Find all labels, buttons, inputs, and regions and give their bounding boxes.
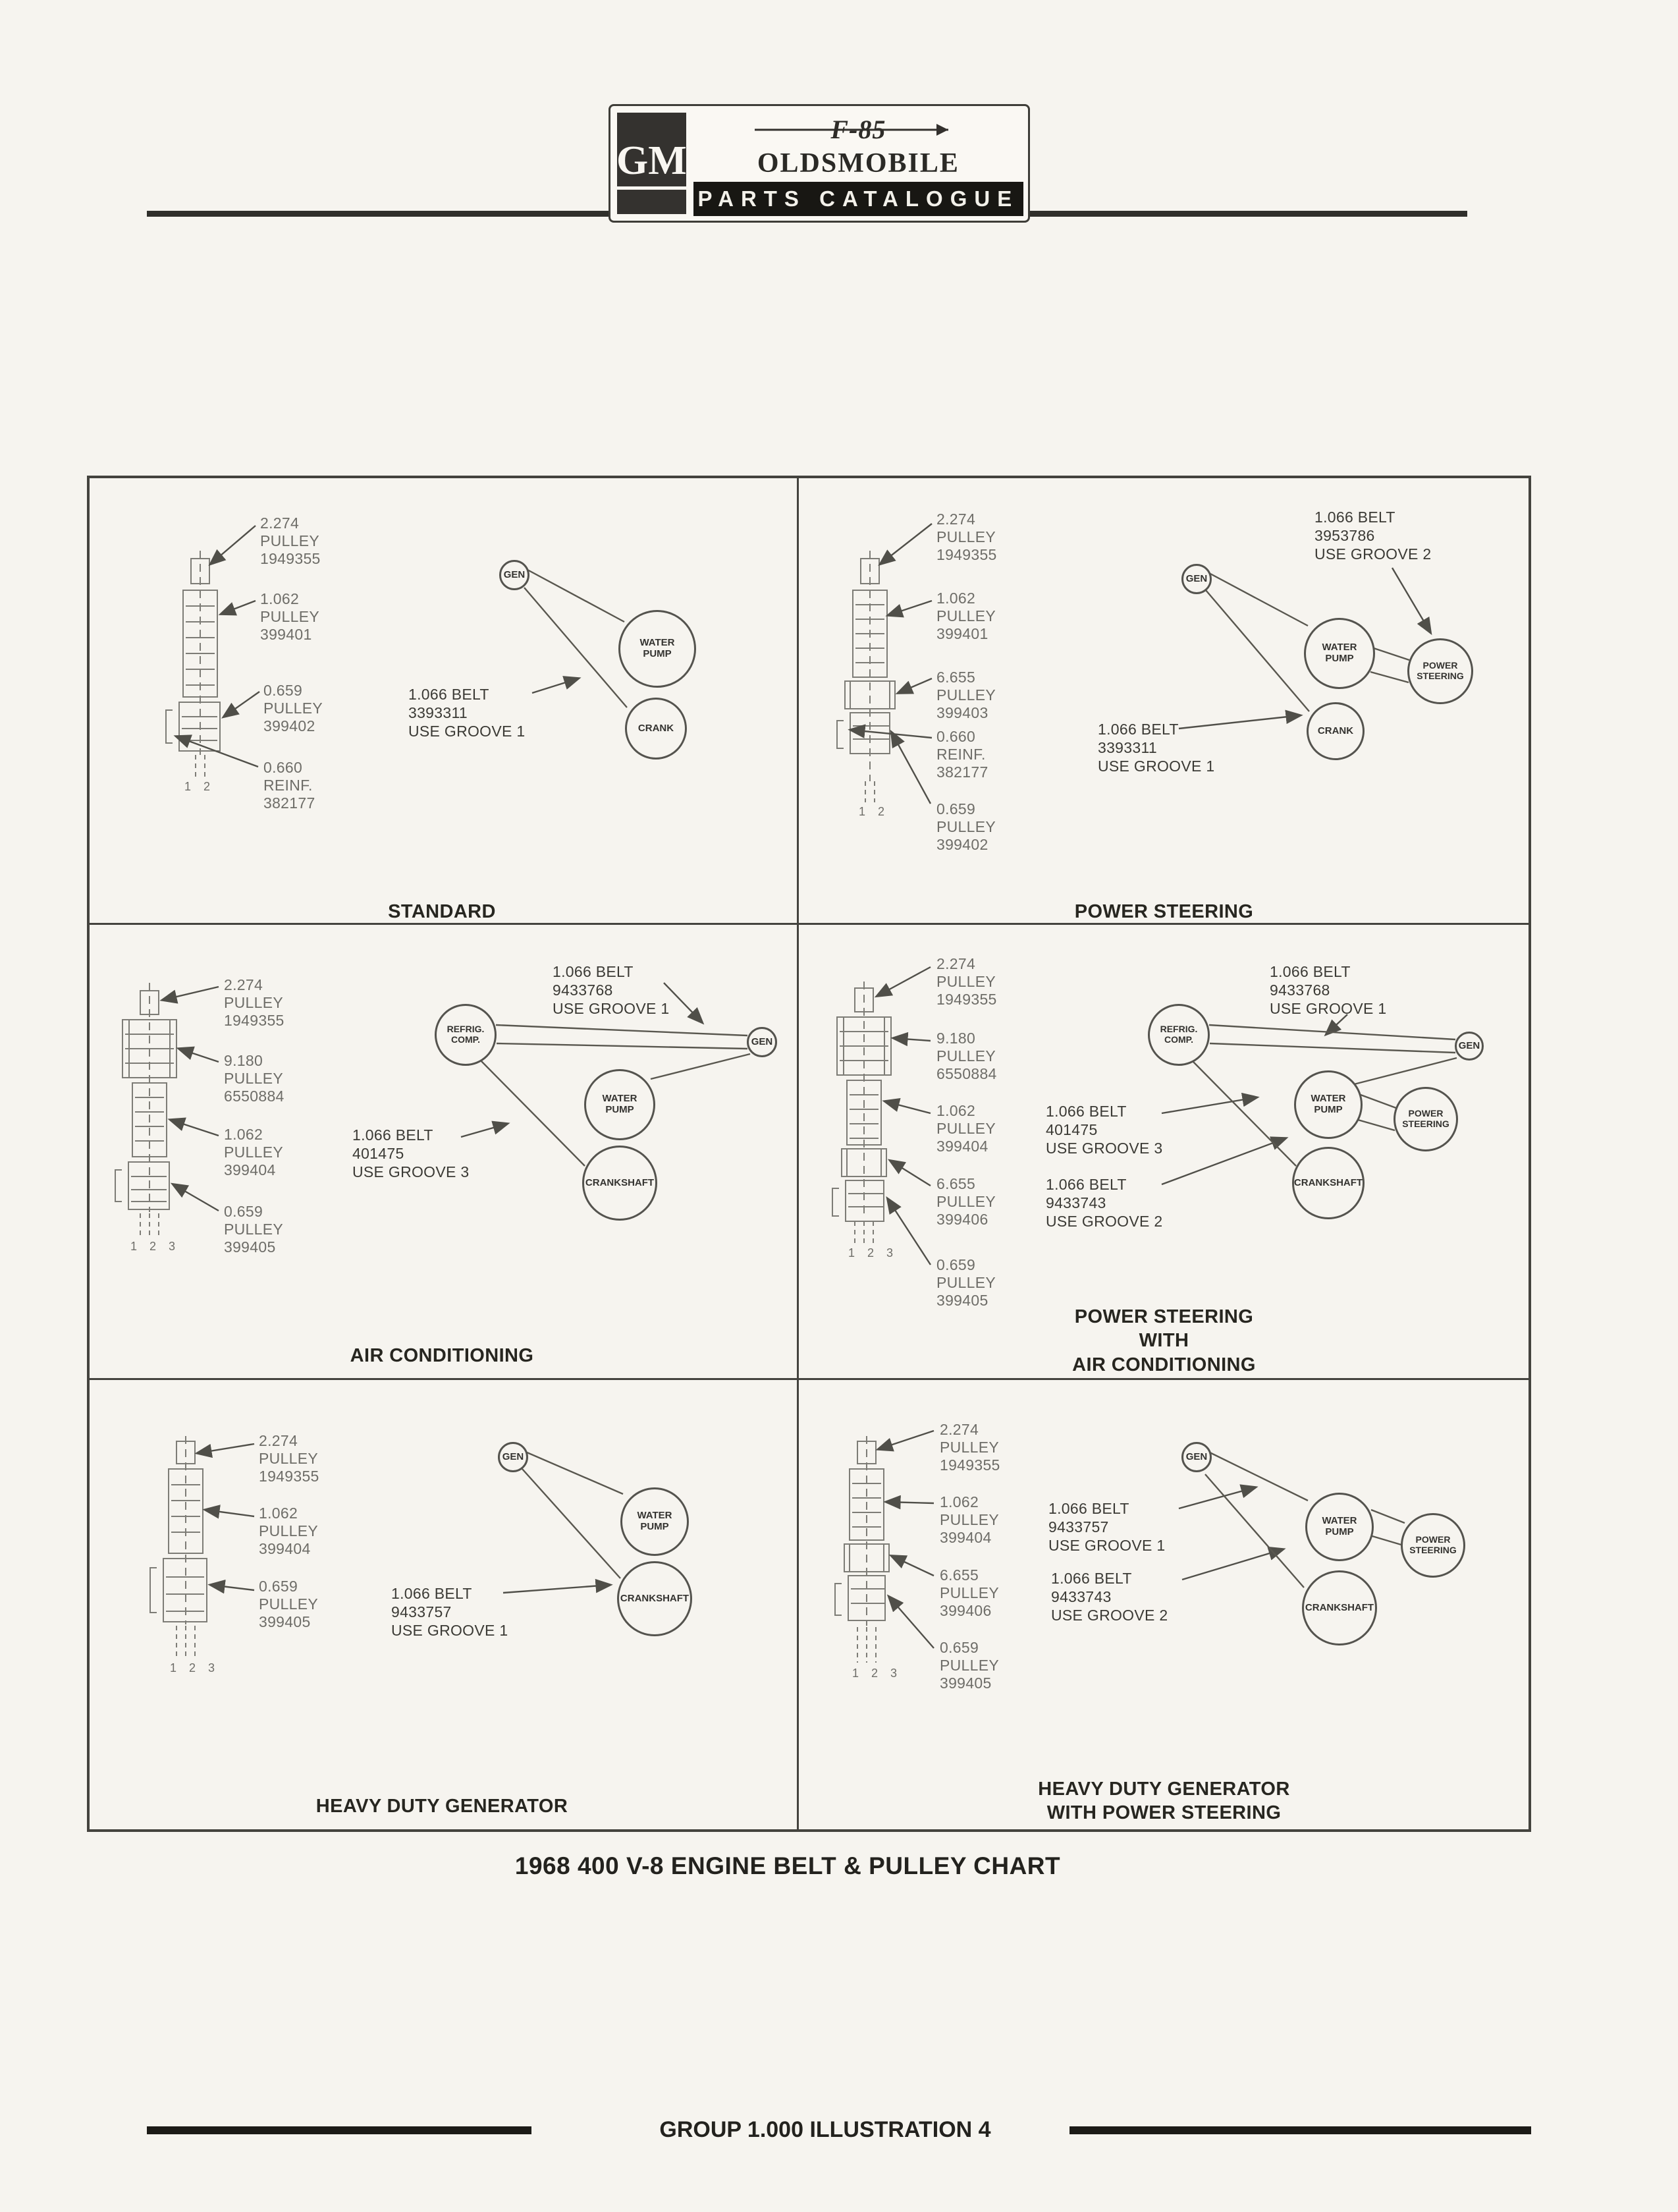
pulley-callout: 1.062 PULLEY 399401 — [936, 590, 996, 643]
pulley-callout: 2.274 PULLEY 1949355 — [224, 976, 284, 1030]
groove-numbers: 1 2 — [184, 780, 215, 793]
belt-callout: 1.066 BELT 3393311 USE GROOVE 1 — [408, 686, 526, 740]
model-name: F-85 — [830, 114, 886, 144]
power-steering-circle: POWER STEERING — [1394, 1087, 1458, 1151]
grid-row-divider-1 — [90, 923, 1529, 925]
refrig-comp-circle: REFRIG. COMP. — [1148, 1004, 1210, 1066]
belt-callout: 1.066 BELT 401475 USE GROOVE 3 — [1046, 1103, 1163, 1157]
pulley-callout: 6.655 PULLEY 399406 — [940, 1566, 1000, 1620]
crank-circle: CRANK — [625, 698, 687, 760]
panel-air-conditioning: 2.274 PULLEY 1949355 9.180 PULLEY 655088… — [87, 923, 797, 1378]
pulley-callout: 6.655 PULLEY 399403 — [936, 669, 996, 722]
f85-arrow-icon — [755, 124, 949, 136]
panel-power-steering-air-conditioning: 2.274 PULLEY 1949355 9.180 PULLEY 655088… — [797, 923, 1531, 1378]
gen-circle: GEN — [499, 560, 529, 590]
pulley-callout: 6.655 PULLEY 399406 — [936, 1175, 996, 1229]
crankshaft-circle: CRANKSHAFT — [617, 1561, 692, 1636]
pulley-callout: 0.659 PULLEY 399405 — [224, 1203, 284, 1256]
pulley-callout: 1.062 PULLEY 399404 — [936, 1102, 996, 1155]
f85-script: F-85 — [693, 111, 1023, 148]
pulley-callout: 0.660 REINF. 382177 — [936, 728, 988, 781]
pulley-callout: 1.062 PULLEY 399404 — [940, 1493, 1000, 1547]
groove-numbers: 1 2 3 — [852, 1667, 902, 1680]
pulley-callout: 9.180 PULLEY 6550884 — [224, 1052, 284, 1105]
gen-circle: GEN — [1455, 1032, 1484, 1061]
grid-vertical-divider — [797, 478, 799, 1829]
pulley-callout: 2.274 PULLEY 1949355 — [260, 514, 321, 568]
gen-circle: GEN — [1181, 564, 1212, 594]
belt-callout: 1.066 BELT 9433757 USE GROOVE 1 — [391, 1585, 508, 1640]
water-pump-circle: WATER PUMP — [620, 1487, 689, 1556]
footer-rule-right — [1069, 2126, 1531, 2134]
panel-title: HEAVY DUTY GENERATOR — [315, 1796, 568, 1817]
panel-title: AIR CONDITIONING — [350, 1345, 534, 1366]
pulley-callout: 1.062 PULLEY 399404 — [259, 1505, 319, 1558]
pulley-callout: 2.274 PULLEY 1949355 — [936, 511, 997, 564]
water-pump-circle: WATER PUMP — [584, 1069, 655, 1140]
gm-logo: GM — [615, 111, 688, 216]
belt-callout: 1.066 BELT 3953786 USE GROOVE 2 — [1314, 509, 1432, 563]
panel-title: HEAVY DUTY GENERATOR WITH POWER STEERING — [1038, 1779, 1290, 1824]
pulley-callout: 1.062 PULLEY 399401 — [260, 590, 320, 644]
footer-text: GROUP 1.000 ILLUSTRATION 4 — [659, 2117, 991, 2142]
pulley-callout: 0.659 PULLEY 399405 — [259, 1578, 319, 1631]
pulley-callout: 0.659 PULLEY 399405 — [936, 1256, 996, 1310]
chart-caption: 1968 400 V-8 ENGINE BELT & PULLEY CHART — [514, 1852, 1061, 1879]
pulley-callout: 0.659 PULLEY 399405 — [940, 1639, 1000, 1692]
panel-heavy-duty-generator: 2.274 PULLEY 1949355 1.062 PULLEY 399404… — [87, 1378, 797, 1832]
refrig-comp-circle: REFRIG. COMP. — [435, 1004, 497, 1066]
header-right: F-85 OLDSMOBILE PARTS CATALOGUE — [693, 111, 1023, 216]
panel-title: POWER STEERING — [1074, 901, 1254, 922]
water-pump-circle: WATER PUMP — [1304, 618, 1375, 689]
belt-callout: 1.066 BELT 9433768 USE GROOVE 1 — [553, 963, 670, 1018]
groove-numbers: 1 2 3 — [130, 1240, 180, 1253]
pulley-callout: 1.062 PULLEY 399404 — [224, 1126, 284, 1179]
pulley-callout: 0.659 PULLEY 399402 — [263, 682, 323, 735]
belt-callout: 1.066 BELT 9433743 USE GROOVE 2 — [1046, 1176, 1163, 1230]
power-steering-circle: POWER STEERING — [1401, 1513, 1465, 1578]
pulley-callout: 2.274 PULLEY 1949355 — [940, 1421, 1000, 1474]
gen-circle: GEN — [747, 1027, 777, 1057]
gm-logo-text: GM — [615, 138, 688, 190]
parts-catalogue-bar: PARTS CATALOGUE — [693, 182, 1023, 216]
water-pump-circle: WATER PUMP — [1294, 1070, 1363, 1139]
crankshaft-circle: CRANKSHAFT — [1292, 1147, 1365, 1219]
header-plate: GM F-85 OLDSMOBILE PARTS CATALOGUE — [609, 104, 1030, 223]
belt-callout: 1.066 BELT 9433743 USE GROOVE 2 — [1051, 1570, 1168, 1624]
crankshaft-circle: CRANKSHAFT — [582, 1146, 657, 1221]
chart-grid — [87, 476, 1531, 1832]
pulley-callout: 0.659 PULLEY 399402 — [936, 800, 996, 854]
pulley-callout: 2.274 PULLEY 1949355 — [936, 955, 997, 1009]
pulley-callout: 2.274 PULLEY 1949355 — [259, 1432, 319, 1485]
panel-standard: 2.274 PULLEY 1949355 1.062 PULLEY 399401… — [87, 476, 797, 923]
grid-row-divider-2 — [90, 1378, 1529, 1380]
groove-numbers: 1 2 3 — [170, 1661, 220, 1674]
groove-numbers: 1 2 3 — [848, 1246, 898, 1259]
pulley-callout: 9.180 PULLEY 6550884 — [936, 1030, 997, 1083]
crankshaft-circle: CRANKSHAFT — [1302, 1570, 1377, 1645]
belt-callout: 1.066 BELT 9433757 USE GROOVE 1 — [1048, 1500, 1166, 1555]
crank-circle: CRANK — [1307, 702, 1365, 760]
belt-callout: 1.066 BELT 3393311 USE GROOVE 1 — [1098, 721, 1215, 775]
footer-rule-left — [147, 2126, 531, 2134]
panel-title: POWER STEERING WITH AIR CONDITIONING — [1072, 1306, 1256, 1375]
gen-circle: GEN — [498, 1442, 528, 1472]
panel-power-steering: 2.274 PULLEY 1949355 1.062 PULLEY 399401… — [797, 476, 1531, 923]
panel-title: STANDARD — [388, 901, 496, 922]
power-steering-circle: POWER STEERING — [1407, 638, 1473, 704]
belt-callout: 1.066 BELT 9433768 USE GROOVE 1 — [1270, 963, 1387, 1018]
water-pump-circle: WATER PUMP — [618, 610, 696, 688]
water-pump-circle: WATER PUMP — [1305, 1493, 1374, 1561]
brand-name: OLDSMOBILE — [757, 148, 960, 179]
belt-callout: 1.066 BELT 401475 USE GROOVE 3 — [352, 1126, 470, 1181]
pulley-callout: 0.660 REINF. 382177 — [263, 759, 315, 812]
gen-circle: GEN — [1181, 1442, 1212, 1472]
groove-numbers: 1 2 — [859, 805, 890, 818]
panel-heavy-duty-generator-power-steering: 2.274 PULLEY 1949355 1.062 PULLEY 399404… — [797, 1378, 1531, 1832]
